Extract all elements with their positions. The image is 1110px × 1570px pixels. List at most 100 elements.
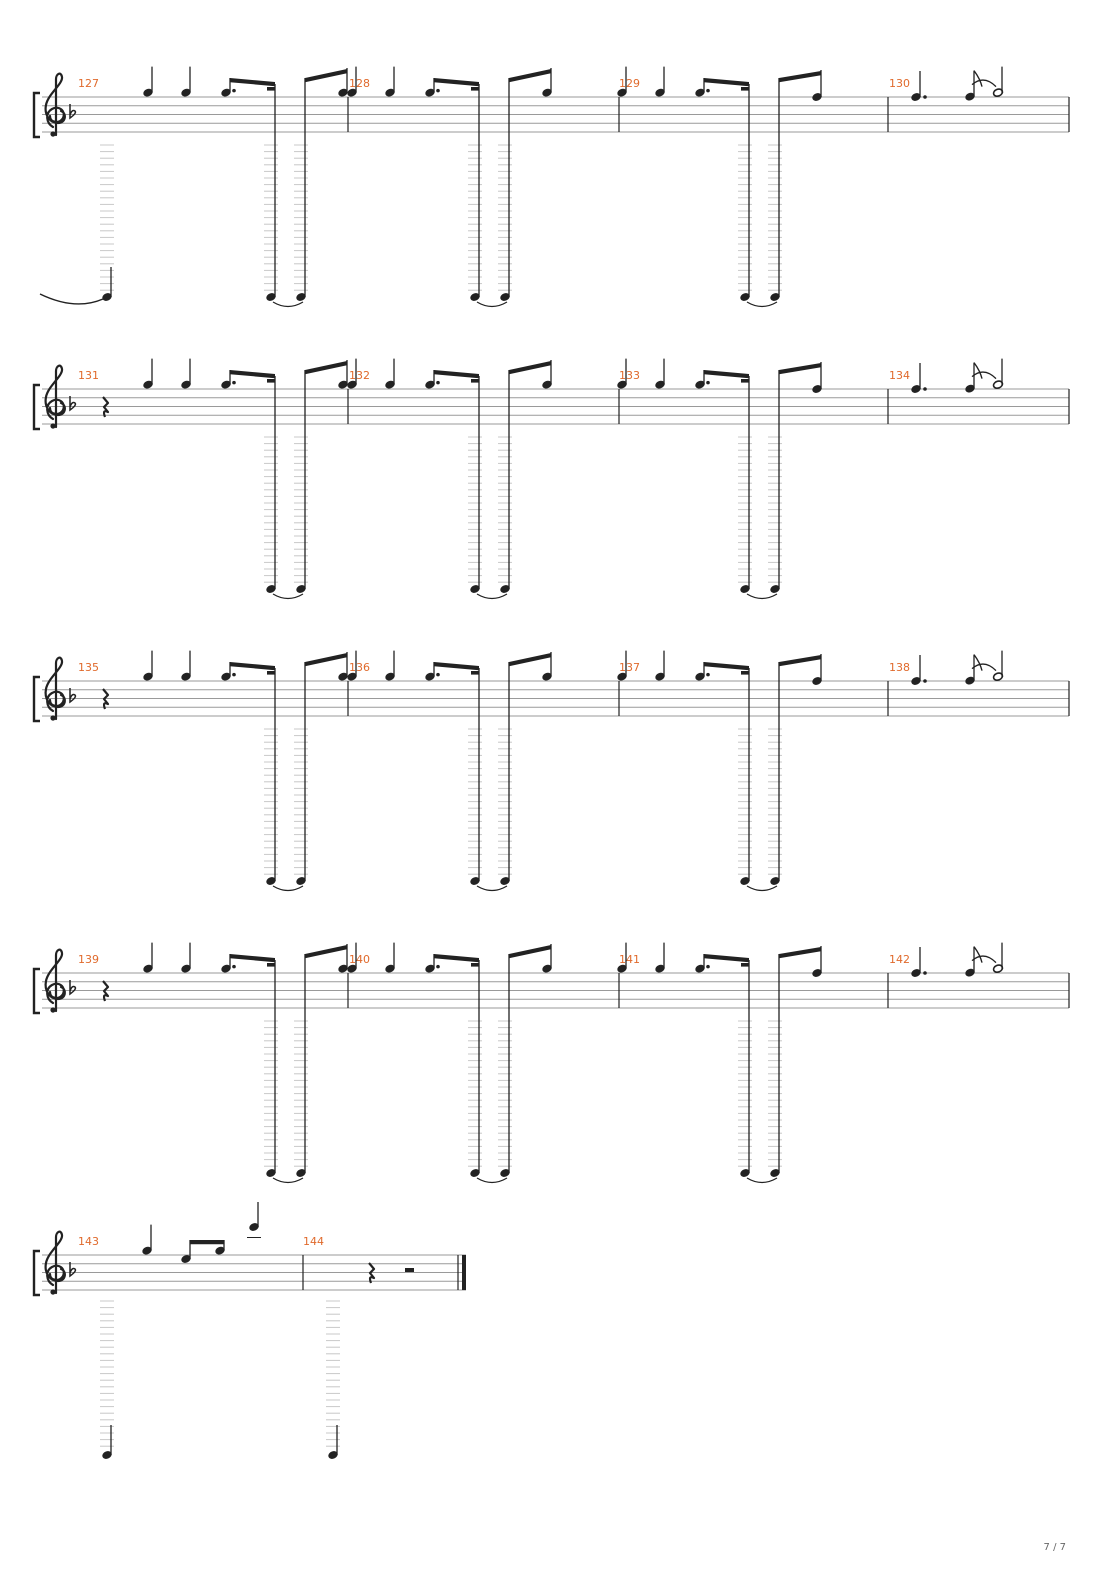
tie (476, 301, 508, 308)
augmentation-dot (923, 971, 927, 975)
measure-number: 133 (619, 369, 640, 382)
beam (434, 662, 479, 671)
flag (973, 946, 983, 963)
tie (746, 1177, 778, 1184)
system-bracket (32, 967, 40, 1015)
tie (971, 79, 997, 88)
beam (305, 361, 347, 375)
measure-number: 140 (349, 953, 370, 966)
augmentation-dot (232, 964, 236, 969)
final-barline (462, 1255, 466, 1290)
augmentation-dot (923, 679, 927, 683)
flat-sign (69, 104, 77, 120)
augmentation-dot (436, 88, 440, 93)
measure-number: 131 (78, 369, 99, 382)
tie (971, 955, 997, 964)
sixteenth-beam (471, 963, 479, 967)
treble-clef-curve (44, 72, 66, 137)
measure-number: 132 (349, 369, 370, 382)
augmentation-dot (232, 88, 236, 93)
beam (509, 361, 551, 375)
treble-clef (44, 656, 66, 721)
measure-number: 135 (78, 661, 99, 674)
system-bracket (32, 383, 40, 431)
measure-number: 137 (619, 661, 640, 674)
treble-clef (44, 1230, 66, 1295)
beam (305, 653, 347, 667)
quarter-rest (368, 1262, 376, 1284)
half-rest (405, 1268, 414, 1272)
sixteenth-beam (741, 963, 749, 967)
augmentation-dot (232, 380, 236, 385)
sixteenth-beam (471, 87, 479, 91)
beam (779, 655, 821, 667)
tie (476, 885, 508, 892)
tie (272, 1177, 304, 1184)
beam (704, 662, 749, 671)
beam (779, 71, 821, 83)
measure-number: 142 (889, 953, 910, 966)
treble-clef-tail (50, 1289, 56, 1295)
measure-number: 144 (303, 1235, 324, 1248)
tie (272, 885, 304, 892)
flat-sign (69, 1262, 77, 1278)
sixteenth-beam (741, 379, 749, 383)
augmentation-dot (436, 380, 440, 385)
staff-system: 131 132 133 134 (32, 358, 1070, 600)
flag (973, 70, 983, 87)
measure-number: 129 (619, 77, 640, 90)
augmentation-dot (706, 672, 710, 677)
beam (509, 69, 551, 83)
beam (704, 370, 749, 379)
staff-system: 135 136 137 138 (32, 650, 1070, 892)
treble-clef-curve (44, 948, 66, 1013)
beam (230, 370, 275, 379)
augmentation-dot (232, 672, 236, 677)
measure-number: 143 (78, 1235, 99, 1248)
beam (230, 662, 275, 671)
tie (746, 885, 778, 892)
treble-clef-tail (50, 423, 56, 429)
tie (746, 301, 778, 308)
staff-system: 143 144 (32, 1202, 466, 1459)
beam (434, 370, 479, 379)
augmentation-dot (923, 387, 927, 391)
measure-number: 138 (889, 661, 910, 674)
quarter-rest (102, 688, 110, 710)
beam (779, 947, 821, 959)
tie (272, 593, 304, 600)
tie (746, 593, 778, 600)
measure-number: 127 (78, 77, 99, 90)
augmentation-dot (436, 964, 440, 969)
beam (704, 954, 749, 963)
flag (973, 654, 983, 671)
flat-sign (69, 396, 77, 412)
treble-clef (44, 948, 66, 1013)
measure-number: 134 (889, 369, 910, 382)
beam (434, 78, 479, 87)
augmentation-dot (706, 88, 710, 93)
tie (272, 301, 304, 308)
measure-number: 136 (349, 661, 370, 674)
augmentation-dot (706, 380, 710, 385)
beam (305, 69, 347, 83)
measure-number: 141 (619, 953, 640, 966)
augmentation-dot (436, 672, 440, 677)
system-bracket (32, 91, 40, 139)
system-bracket (32, 1249, 40, 1297)
flat-sign (69, 980, 77, 996)
tie (971, 371, 997, 380)
treble-clef-curve (44, 1230, 66, 1295)
system-bracket (32, 675, 40, 723)
beam (779, 363, 821, 375)
treble-clef-curve (44, 364, 66, 429)
beam (190, 1240, 224, 1245)
sixteenth-beam (741, 671, 749, 675)
treble-clef-tail (50, 131, 56, 137)
beam (230, 78, 275, 87)
sixteenth-beam (267, 671, 275, 675)
flag (973, 362, 983, 379)
